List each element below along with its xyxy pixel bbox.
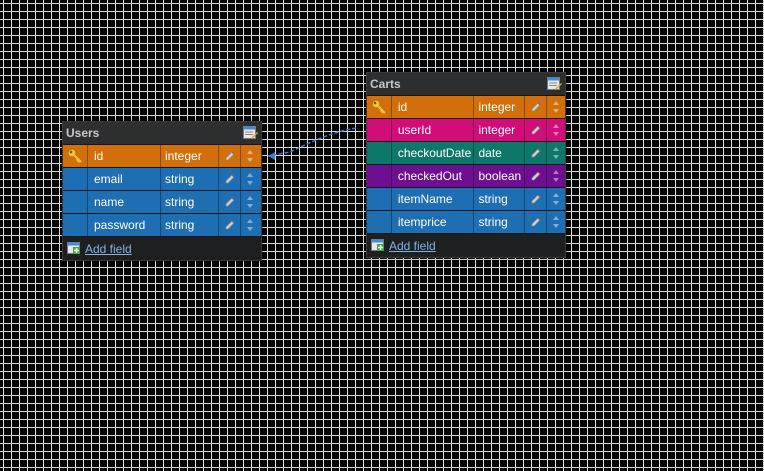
pencil-icon[interactable] xyxy=(525,211,548,233)
key-icon xyxy=(63,145,88,167)
field-type: string xyxy=(161,214,219,236)
reorder-arrows-icon[interactable] xyxy=(547,211,565,233)
add-field-icon[interactable] xyxy=(371,239,385,252)
field-name: itemName xyxy=(392,188,475,210)
field-type: string xyxy=(474,211,526,233)
reorder-arrows-icon[interactable] xyxy=(241,145,259,167)
users-table-title: Users xyxy=(66,126,100,140)
pencil-icon[interactable] xyxy=(219,191,241,213)
reorder-arrows-icon[interactable] xyxy=(547,119,565,141)
reorder-arrows-icon[interactable] xyxy=(547,188,565,210)
edit-table-icon[interactable] xyxy=(547,76,562,91)
users-add-field: Add field xyxy=(63,237,261,260)
field-key-cell xyxy=(63,168,88,190)
reorder-arrows-icon[interactable] xyxy=(241,214,259,236)
reorder-arrows-icon[interactable] xyxy=(547,142,565,164)
pencil-icon[interactable] xyxy=(219,145,241,167)
reorder-arrows-icon[interactable] xyxy=(241,168,259,190)
add-field-link[interactable]: Add field xyxy=(389,238,436,253)
field-type: integer xyxy=(474,96,526,118)
field-key-cell xyxy=(367,119,392,141)
field-name: checkoutDate xyxy=(392,142,475,164)
field-type: string xyxy=(161,191,219,213)
field-type: string xyxy=(474,188,526,210)
field-name: checkedOut xyxy=(392,165,475,187)
edit-table-icon[interactable] xyxy=(243,125,258,140)
field-name: password xyxy=(88,214,161,236)
field-name: userId xyxy=(392,119,475,141)
field-name: email xyxy=(88,168,161,190)
pencil-icon[interactable] xyxy=(525,188,548,210)
carts-table-header[interactable]: Carts xyxy=(367,73,565,96)
pencil-icon[interactable] xyxy=(525,142,548,164)
add-field-link[interactable]: Add field xyxy=(85,241,132,256)
field-key-cell xyxy=(367,211,392,233)
reorder-arrows-icon[interactable] xyxy=(547,96,565,118)
pencil-icon[interactable] xyxy=(525,96,548,118)
field-type: date xyxy=(474,142,526,164)
pencil-icon[interactable] xyxy=(525,165,548,187)
field-type: integer xyxy=(474,119,526,141)
field-name: itemprice xyxy=(392,211,475,233)
field-type: string xyxy=(161,168,219,190)
field-name: id xyxy=(392,96,475,118)
key-icon xyxy=(367,96,392,118)
reorder-arrows-icon[interactable] xyxy=(547,165,565,187)
carts-table-title: Carts xyxy=(370,77,401,91)
field-name: name xyxy=(88,191,161,213)
pencil-icon[interactable] xyxy=(219,214,241,236)
add-field-icon[interactable] xyxy=(67,242,81,255)
field-key-cell xyxy=(63,214,88,236)
pencil-icon[interactable] xyxy=(219,168,241,190)
field-key-cell xyxy=(367,142,392,164)
users-table-header[interactable]: Users xyxy=(63,122,261,145)
field-name: id xyxy=(88,145,161,167)
field-key-cell xyxy=(63,191,88,213)
field-key-cell xyxy=(367,165,392,187)
field-key-cell xyxy=(367,188,392,210)
pencil-icon[interactable] xyxy=(525,119,548,141)
reorder-arrows-icon[interactable] xyxy=(241,191,259,213)
field-type: boolean xyxy=(474,165,526,187)
carts-add-field: Add field xyxy=(367,234,565,257)
field-type: integer xyxy=(161,145,219,167)
